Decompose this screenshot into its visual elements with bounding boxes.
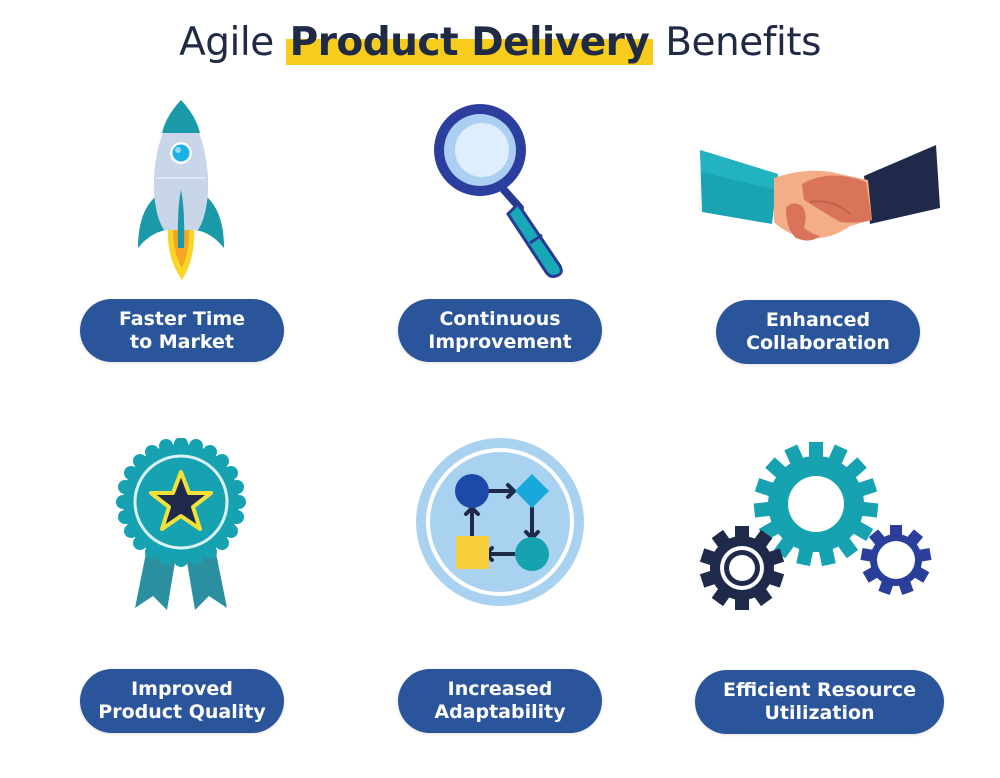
- gears-icon: [700, 442, 932, 610]
- benefit-label-continuous-improvement: Continuous Improvement: [398, 299, 602, 362]
- benefit-label-increased-adaptability: Increased Adaptability: [398, 669, 602, 733]
- benefit-line1: Efficient Resource: [723, 679, 916, 701]
- benefit-label-enhanced-collaboration: Enhanced Collaboration: [716, 300, 920, 364]
- benefit-line1: Enhanced: [765, 309, 871, 331]
- benefit-line2: Adaptability: [434, 701, 566, 723]
- rocket-icon: [138, 100, 224, 280]
- handshake-icon: [700, 145, 940, 241]
- benefit-label-faster-time-to-market: Faster Time to Market: [80, 299, 284, 362]
- magnifying-glass-icon: [434, 104, 563, 278]
- benefit-line1: Increased: [447, 678, 553, 700]
- benefit-label-improved-product-quality: Improved Product Quality: [80, 669, 284, 733]
- benefit-line2: Utilization: [764, 702, 875, 724]
- title-prefix: Agile: [179, 20, 274, 65]
- benefit-line1: Continuous: [439, 307, 561, 330]
- benefit-line1: Improved: [131, 678, 233, 700]
- benefit-line1: Faster Time: [118, 307, 246, 330]
- benefit-label-efficient-resource-utilization: Efficient Resource Utilization: [695, 670, 944, 734]
- title-highlight: Product Delivery: [285, 20, 654, 65]
- benefit-line2: Collaboration: [746, 332, 890, 354]
- page-title: Agile Product Delivery Benefits: [0, 20, 1000, 65]
- benefit-line2: Product Quality: [98, 701, 266, 723]
- benefit-line2: Improvement: [428, 330, 572, 353]
- title-suffix: Benefits: [665, 20, 821, 65]
- benefit-line2: to Market: [130, 330, 234, 353]
- process-flow-icon: [416, 438, 584, 606]
- award-ribbon-icon: [116, 438, 246, 610]
